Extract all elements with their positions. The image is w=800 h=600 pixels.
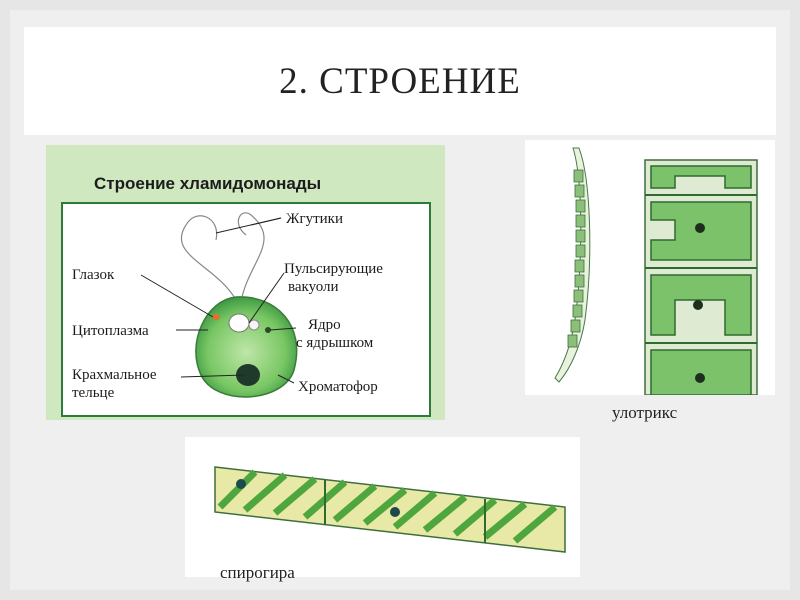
label-chromatophore: Хроматофор — [298, 379, 378, 395]
title-band: 2. СТРОЕНИЕ — [24, 27, 776, 135]
diagram-heading: Строение хламидомонады — [94, 174, 321, 193]
ulothrix-caption: улотрикс — [612, 403, 678, 422]
spirogyra-spiral-chloroplasts — [217, 469, 558, 544]
ulothrix-nuclei — [693, 223, 705, 383]
ulothrix-illustration — [525, 140, 775, 395]
label-nucleus-2: с ядрышком — [296, 335, 374, 351]
label-flagella: Жгутики — [286, 211, 343, 227]
slide-title: 2. СТРОЕНИЕ — [279, 60, 521, 102]
spirogyra-illustration — [185, 437, 580, 577]
chlamydomonas-svg: Строение хламидомонады Жгутики Глазок Пу… — [46, 145, 445, 420]
spirogyra-nuclei — [236, 479, 400, 517]
flagellum-right — [237, 212, 265, 298]
contractile-vacuole — [228, 313, 250, 333]
label-nucleus-1: Ядро — [308, 317, 341, 333]
ulothrix-svg — [554, 147, 758, 395]
ulothrix-cell-walls — [645, 194, 757, 344]
contractile-vacuole-2 — [248, 319, 260, 331]
label-cytoplasm: Цитоплазма — [72, 323, 149, 339]
spirogyra-svg — [214, 466, 566, 553]
label-starch-2: тельце — [72, 385, 115, 401]
ulothrix-filament-cells — [567, 169, 586, 348]
starch-body — [236, 364, 260, 386]
eyespot — [212, 314, 220, 320]
nucleus — [265, 327, 271, 333]
spirogyra-caption: спирогира — [220, 563, 295, 582]
spirogyra-cell-walls — [324, 480, 486, 543]
flagellum-left — [180, 215, 237, 301]
label-eyespot: Глазок — [72, 267, 115, 283]
label-starch-1: Крахмальное — [72, 367, 157, 383]
leader-lines — [140, 217, 297, 384]
label-vacuoles-1: Пульсирующие — [284, 261, 383, 277]
cell-body — [195, 296, 298, 398]
spirogyra-filament — [214, 466, 566, 553]
chlamydomonas-diagram: Строение хламидомонады Жгутики Глазок Пу… — [46, 145, 445, 420]
label-vacuoles-2: вакуоли — [288, 279, 339, 295]
